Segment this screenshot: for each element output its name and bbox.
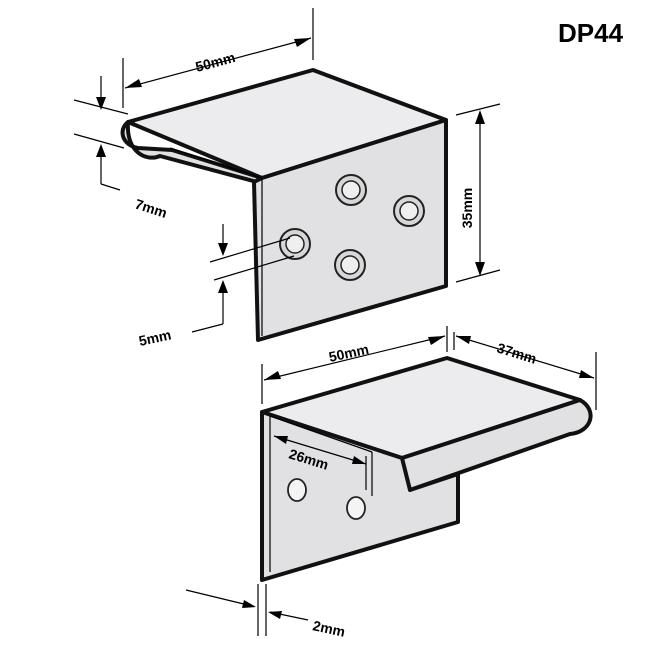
lip-label: 7mm [133, 196, 169, 221]
bottom-bracket [260, 356, 593, 582]
top-bracket-hole [279, 228, 311, 260]
hole-offset-dimension: 5mm [137, 224, 295, 349]
height-label: 35mm [459, 188, 475, 228]
bottom-bracket-hole [346, 496, 366, 520]
top-bracket-hole [393, 195, 425, 227]
thickness-dimension: 2mm [185, 584, 347, 640]
bottom-bracket-hole [287, 478, 307, 502]
top-bracket-hole [335, 174, 367, 206]
hole-offset-label: 5mm [137, 326, 172, 348]
height-dimension: 35mm [455, 103, 501, 283]
top-width-label: 50mm [194, 49, 237, 75]
bottom-width-label: 50mm [327, 341, 370, 365]
product-code: DP44 [558, 18, 624, 48]
bottom-bracket-face [260, 410, 460, 582]
top-bracket [120, 68, 448, 342]
depth-label: 37mm [495, 340, 538, 367]
top-bracket-face [252, 118, 448, 342]
top-bracket-hole [334, 249, 366, 281]
thickness-label: 2mm [311, 617, 346, 639]
